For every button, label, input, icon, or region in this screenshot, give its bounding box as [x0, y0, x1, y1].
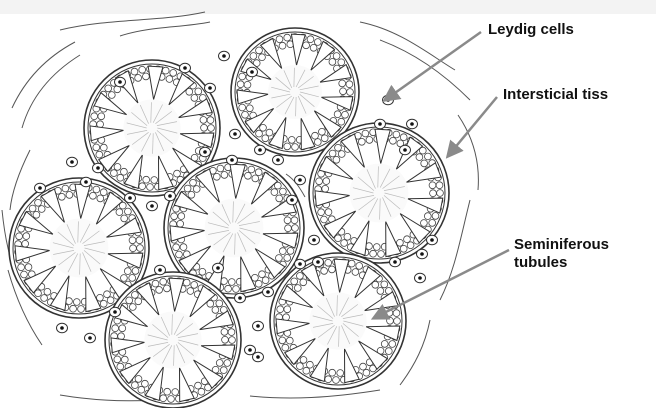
leydig-cell	[309, 235, 320, 245]
leydig-cell	[235, 293, 246, 303]
connective-tissue-line	[22, 55, 80, 128]
seminiferous-label-line1: Seminiferous	[514, 236, 609, 254]
leydig-cell	[125, 193, 136, 203]
connective-tissue-line	[120, 22, 210, 36]
leydig-cell	[93, 163, 104, 173]
leydig-cell	[115, 77, 126, 87]
leydig-cell	[253, 321, 264, 331]
connective-tissue-line	[250, 390, 380, 398]
connective-tissue-line	[12, 42, 75, 108]
connective-tissue-line	[458, 115, 478, 190]
leydig-cell	[165, 191, 176, 201]
leydig-cell	[35, 183, 46, 193]
leydig-cell	[227, 155, 238, 165]
connective-tissue-line	[60, 12, 205, 30]
leydig-cell	[180, 63, 191, 73]
leydig-cell	[200, 147, 211, 157]
leydig-cell	[375, 119, 386, 129]
interstitial-arrow	[448, 97, 497, 156]
leydig-cell	[67, 157, 78, 167]
leydig-cell	[390, 257, 401, 267]
leydig-cell	[313, 257, 324, 267]
leydig-cell	[417, 249, 428, 259]
seminiferous-tubule	[105, 272, 241, 408]
seminiferous-tubules-group	[9, 28, 449, 408]
leydig-cell	[85, 333, 96, 343]
leydig-cell	[295, 259, 306, 269]
leydig-cell	[415, 273, 426, 283]
leydig-cell	[427, 235, 438, 245]
leydig-cell	[295, 175, 306, 185]
leydig-cell	[253, 352, 264, 362]
leydig-cell	[147, 201, 158, 211]
leydig-cell	[287, 195, 298, 205]
connective-tissue-line	[360, 22, 455, 70]
seminiferous-label-line2: tubules	[514, 254, 609, 272]
leydig-arrow	[385, 32, 481, 100]
leydig-cell	[219, 51, 230, 61]
leydig-cell	[230, 129, 241, 139]
leydig-cell	[400, 145, 411, 155]
leydig-cell	[247, 67, 258, 77]
leydig-cell	[255, 145, 266, 155]
leydig-cell	[81, 177, 92, 187]
leydig-cell	[273, 155, 284, 165]
leydig-cell	[57, 323, 68, 333]
leydig-cell	[155, 265, 166, 275]
leydig-cell	[110, 307, 121, 317]
leydig-cell	[205, 83, 216, 93]
seminiferous-tubule	[270, 253, 406, 389]
leydig-cell	[263, 287, 274, 297]
leydig-cell	[213, 263, 224, 273]
interstitial-tissue-label: Intersticial tiss	[503, 86, 608, 104]
seminiferous-tubules-label: Seminiferous tubules	[514, 236, 609, 272]
leydig-cells-label: Leydig cells	[488, 21, 574, 39]
leydig-cell	[407, 119, 418, 129]
